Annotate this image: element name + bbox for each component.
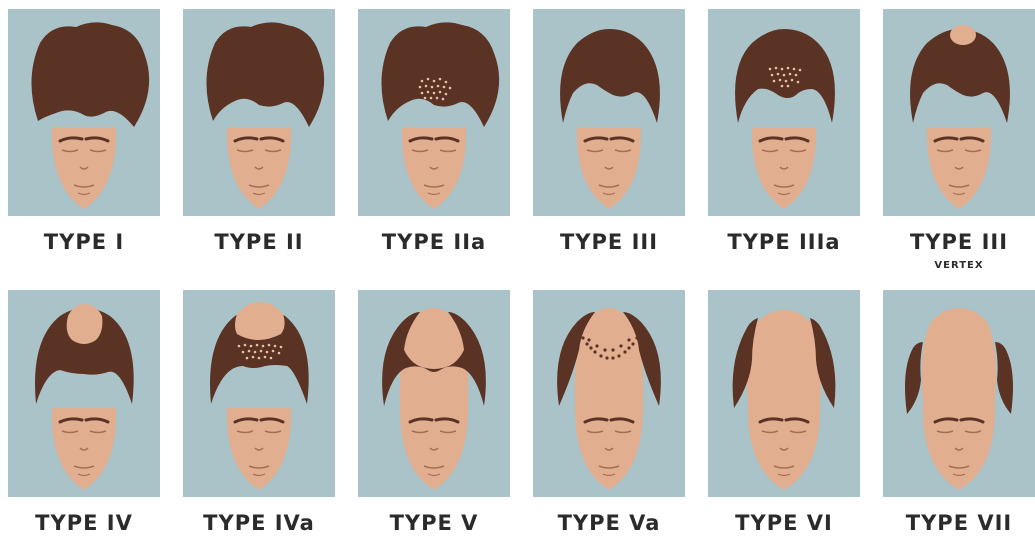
face-horseshoe-icon [883, 290, 1035, 497]
panel [183, 290, 335, 497]
face-deep-temples-icon [533, 9, 685, 216]
type-label: TYPE VI [700, 511, 868, 535]
panel [883, 9, 1035, 216]
panel [883, 290, 1035, 497]
face-frontal-recession-dots-icon [708, 9, 860, 216]
panel [358, 9, 510, 216]
type-label: TYPE VII [875, 511, 1035, 535]
type-sublabel: VERTEX [883, 260, 1035, 271]
type-label: TYPE I [0, 230, 168, 254]
type-label: TYPE IV [0, 511, 168, 535]
face-vertex-loss-icon [883, 9, 1035, 216]
face-full-hair-icon [8, 9, 160, 216]
panel [708, 9, 860, 216]
face-crown-and-temples-icon [8, 290, 160, 497]
panel [358, 290, 510, 497]
type-label: TYPE II [175, 230, 343, 254]
face-narrow-bridge-icon [358, 290, 510, 497]
face-side-patches-icon [708, 290, 860, 497]
type-label: TYPE III [525, 230, 693, 254]
type-label: TYPE Va [525, 511, 693, 535]
type-label: TYPE V [350, 511, 518, 535]
panel [533, 290, 685, 497]
panel [183, 9, 335, 216]
panel [533, 9, 685, 216]
face-frontal-thinning-icon [358, 9, 510, 216]
type-label: TYPE IIa [350, 230, 518, 254]
face-crown-with-dots-icon [183, 290, 335, 497]
panel [708, 290, 860, 497]
panel [8, 290, 160, 497]
panel [8, 9, 160, 216]
type-label: TYPE IVa [175, 511, 343, 535]
face-slight-recession-icon [183, 9, 335, 216]
face-bridge-dots-icon [533, 290, 685, 497]
type-label: TYPE III [875, 230, 1035, 254]
type-label: TYPE IIIa [700, 230, 868, 254]
